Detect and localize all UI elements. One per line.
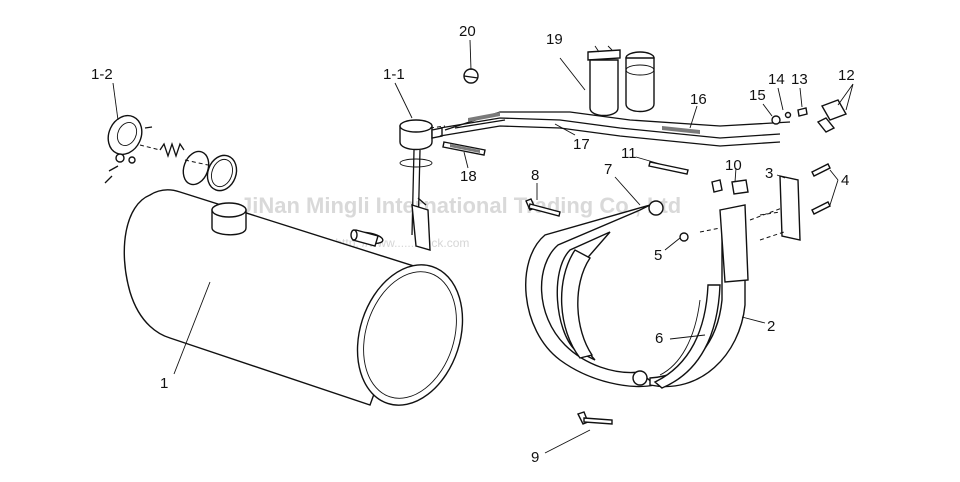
label-11: 11 (621, 145, 637, 162)
label-4: 4 (841, 172, 849, 189)
label-20: 20 (459, 23, 476, 40)
leader-lines (112, 39, 854, 454)
label-8: 8 (531, 167, 539, 184)
label-6: 6 (655, 330, 663, 347)
label-19: 19 (546, 31, 563, 48)
label-9: 9 (531, 449, 539, 466)
label-18: 18 (460, 168, 477, 185)
fuel-tank (123, 189, 464, 406)
fittings (771, 99, 848, 133)
watermark-company: JiNan Mingli International Trading Co., … (240, 193, 681, 218)
label-2: 2 (767, 318, 775, 335)
label-14: 14 (768, 71, 785, 88)
label-13: 13 (791, 71, 808, 88)
label-3: 3 (765, 165, 773, 182)
label-17: 17 (573, 136, 590, 153)
label-1-1: 1-1 (383, 66, 405, 83)
label-12: 12 (838, 67, 855, 84)
fuel-filter (587, 45, 655, 117)
label-1: 1 (160, 375, 168, 392)
hose-clamp (463, 68, 479, 84)
bolts (525, 161, 831, 425)
connector-pin (350, 229, 379, 247)
label-16: 16 (690, 91, 707, 108)
label-1-2: 1-2 (91, 66, 113, 83)
mounting-bracket (749, 175, 801, 241)
fuel-lines (429, 111, 791, 147)
label-5: 5 (654, 247, 662, 264)
filler-cap-assembly (104, 114, 238, 192)
fuel-level-sender (399, 119, 443, 251)
label-15: 15 (749, 87, 766, 104)
rubber-pad (560, 249, 721, 389)
label-10: 10 (725, 157, 742, 174)
return-tube (442, 141, 486, 156)
label-7: 7 (604, 161, 612, 178)
